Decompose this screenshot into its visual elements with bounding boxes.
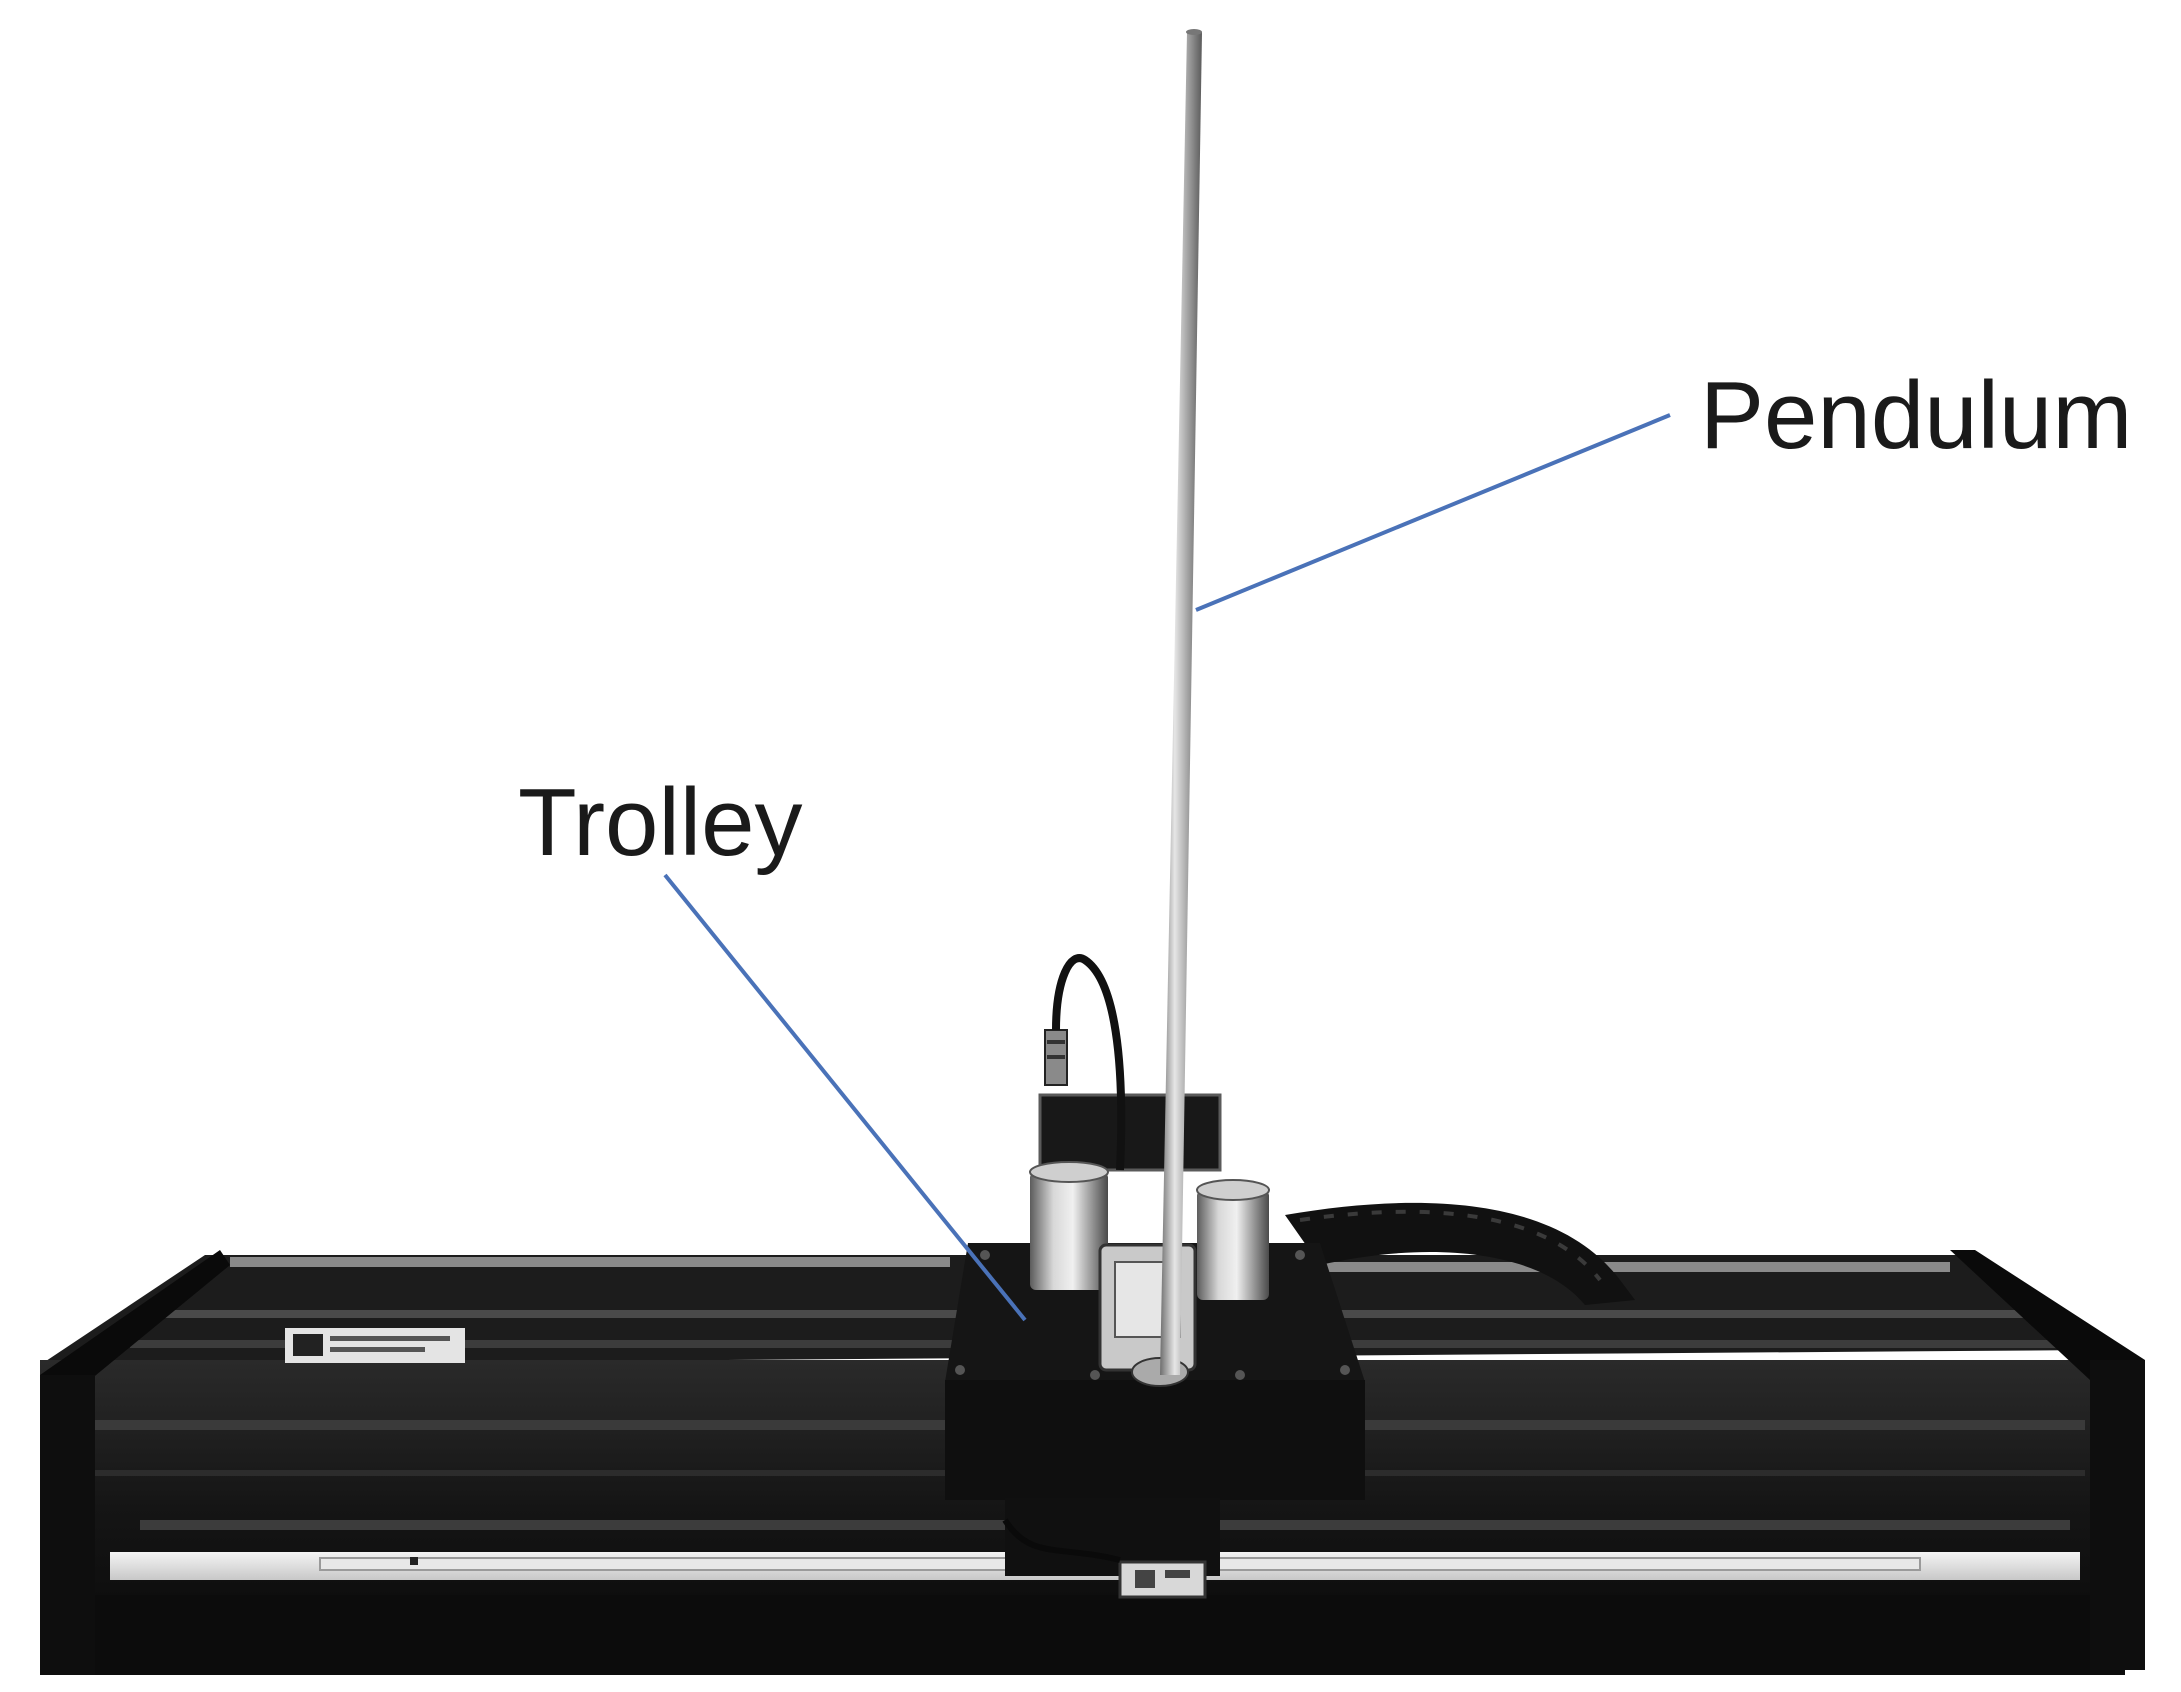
- guide-rod-right: [1325, 1262, 1950, 1272]
- encoder-read-head: [1118, 1560, 1207, 1599]
- angle-sensor-assembly: [1029, 954, 1270, 1387]
- guide-rod-left: [230, 1257, 950, 1267]
- cable-drag-chain: [1285, 1202, 1635, 1305]
- sensor-bracket: [1038, 1093, 1222, 1172]
- counterweight-left: [1030, 1172, 1108, 1290]
- trolley-callout-line: [663, 873, 1027, 1322]
- counterweight-right: [1197, 1190, 1269, 1300]
- pendulum: [1160, 29, 1202, 1375]
- trolley-front-block: [945, 1380, 1365, 1500]
- rail-foot: [55, 1595, 2125, 1675]
- pendulum-label: Pendulum: [1700, 362, 2133, 469]
- pendulum-callout-line: [1195, 413, 1671, 612]
- sensor-cable: [1052, 954, 1126, 1171]
- pendulum-rod: [1160, 32, 1202, 1375]
- trolley-label: Trolley: [518, 769, 803, 876]
